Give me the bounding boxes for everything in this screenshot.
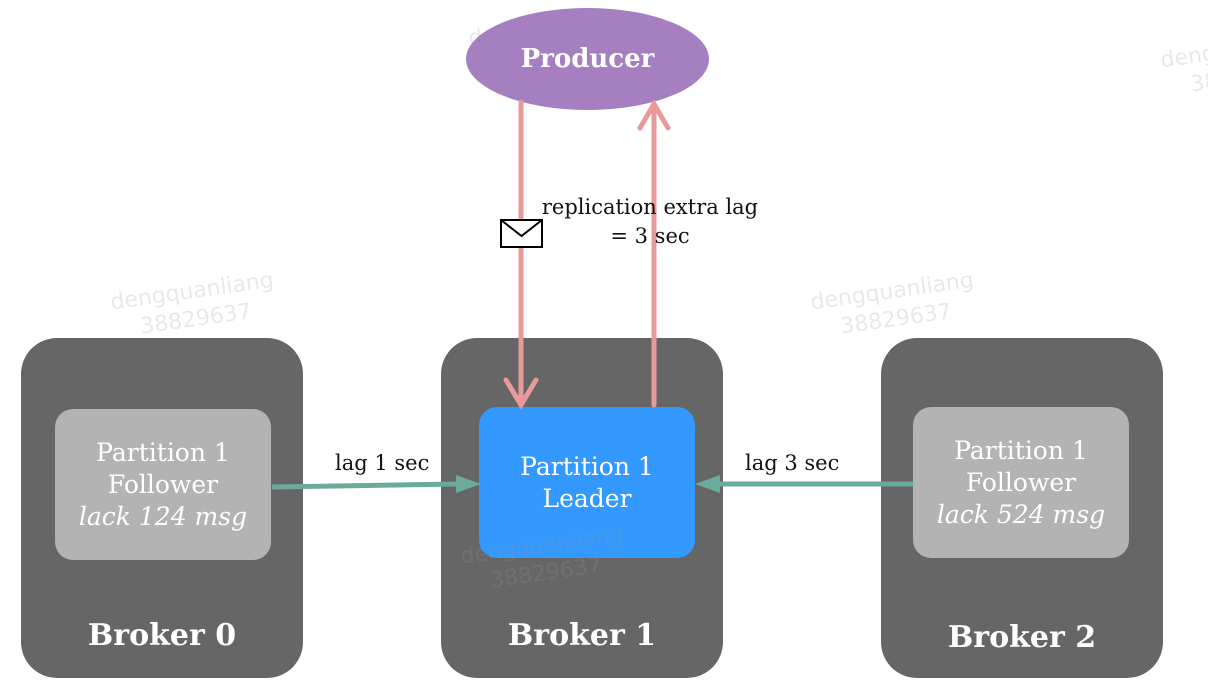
- broker-label: Broker 0: [87, 618, 237, 653]
- broker-label: Broker 2: [947, 620, 1097, 655]
- broker-label: Broker 1: [507, 618, 657, 653]
- producer-label: Producer: [520, 44, 655, 74]
- producer-node: Producer: [466, 8, 709, 110]
- replication-lag-note: replication extra lag = 3 sec: [530, 193, 770, 251]
- partition-follower-2: Partition 1 Follower lack 524 msg: [913, 407, 1129, 558]
- partition-lack: lack 524 msg: [936, 499, 1106, 529]
- partition-name: Partition 1: [954, 435, 1088, 465]
- partition-lack: lack 124 msg: [78, 501, 248, 531]
- lag-label-right: lag 3 sec: [745, 451, 840, 475]
- lag-label-left: lag 1 sec: [335, 451, 430, 475]
- partition-role: Follower: [965, 467, 1077, 497]
- broker-2: Partition 1 Follower lack 524 msg Broker…: [881, 338, 1163, 678]
- note-line-2: = 3 sec: [610, 224, 690, 248]
- note-line-1: replication extra lag: [541, 195, 759, 219]
- partition-follower-0: Partition 1 Follower lack 124 msg: [55, 409, 271, 560]
- partition-leader: Partition 1 Leader: [479, 407, 695, 558]
- broker-0: Partition 1 Follower lack 124 msg Broker…: [21, 338, 303, 678]
- partition-name: Partition 1: [520, 451, 654, 481]
- partition-role: Follower: [107, 469, 219, 499]
- partition-role: Leader: [542, 483, 632, 513]
- partition-name: Partition 1: [96, 437, 230, 467]
